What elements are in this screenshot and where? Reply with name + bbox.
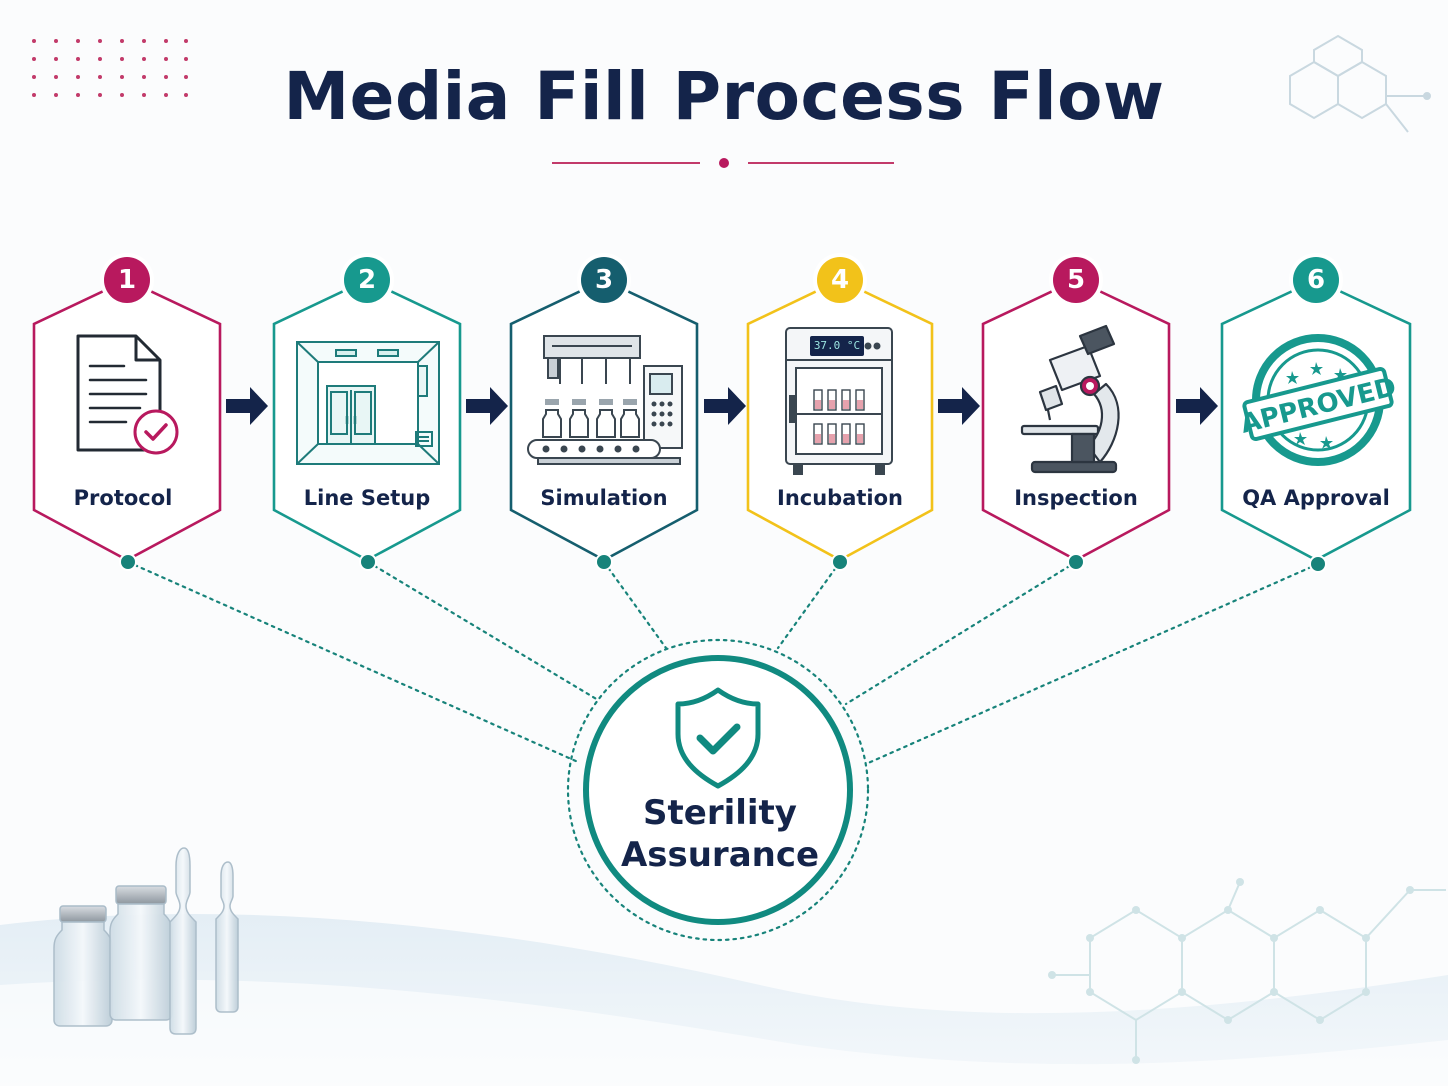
hub-node [566,638,870,942]
step-number-2: 2 [344,257,390,303]
microscope-icon [1020,324,1120,474]
dot-pattern [32,39,188,97]
step-number-1: 1 [104,257,150,303]
page-title: Media Fill Process Flow [283,58,1165,135]
hub-connectors [126,560,1320,766]
step-number-3: 3 [581,257,627,303]
incubator-temperature-display: 37.0 °C [810,336,864,356]
background-wave-highlight [0,979,1448,1086]
step-label-5: Inspection [1014,486,1138,510]
molecule-decoration-bottom [1048,878,1446,1064]
step-label-6: QA Approval [1242,486,1390,510]
incubator-icon [785,327,893,475]
cleanroom-icon [296,341,440,465]
hub-label-line1: Sterility [643,793,797,833]
arrow-5-6 [1176,387,1218,425]
step-number-6: 6 [1293,257,1339,303]
arrow-1-2 [226,387,268,425]
vials-illustration [53,847,239,1035]
step-number-4: 4 [817,257,863,303]
title-divider [552,158,894,168]
step-label-1: Protocol [73,486,173,510]
document-check-icon [76,334,179,455]
arrow-2-3 [466,387,508,425]
flow-arrows [226,387,1218,425]
step-anchor-dots [119,553,1327,573]
step-frame-5 [981,278,1171,562]
step-label-3: Simulation [540,486,668,510]
filling-machine-icon [527,335,683,465]
shield-check-icon [675,687,761,789]
step-label-2: Line Setup [303,486,431,510]
step-label-4: Incubation [777,486,903,510]
hub-label-line2: Assurance [620,835,820,875]
arrow-4-5 [938,387,980,425]
arrow-3-4 [704,387,746,425]
step-number-5: 5 [1053,257,1099,303]
molecule-decoration-top [1289,34,1431,133]
